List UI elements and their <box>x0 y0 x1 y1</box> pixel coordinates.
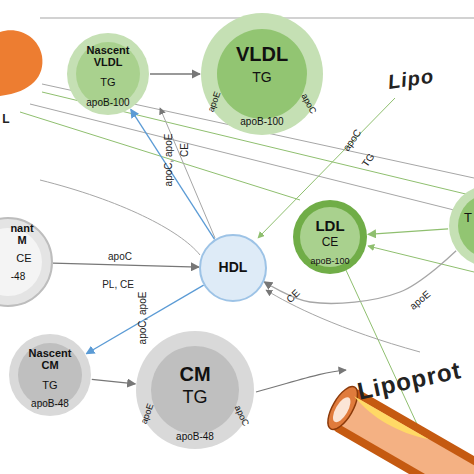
node-text: TG <box>252 70 271 85</box>
outer-circle <box>9 334 91 416</box>
edge-label: apoC <box>108 251 132 262</box>
node-text: nant M <box>7 222 37 246</box>
node-text: CE <box>322 236 339 249</box>
node-text: apoB-100 <box>240 116 283 127</box>
node-text: TG <box>100 76 115 88</box>
transfer-arrow <box>131 109 215 239</box>
outer-circle <box>200 235 266 301</box>
lipoprotein-node: LDLCE apoB-100 <box>292 199 368 275</box>
node-text: CE <box>16 252 31 264</box>
inner-circle <box>18 343 82 407</box>
wire-line <box>160 108 215 238</box>
transfer-arrow <box>53 263 199 267</box>
lipoprotein-node: HDL <box>199 234 267 302</box>
outer-circle <box>0 218 52 306</box>
outer-circle <box>201 13 323 135</box>
edge-label: apoC, apoE <box>137 292 148 345</box>
lipoprotein-node: Nascent VLDL TG apoB-100 <box>66 32 150 116</box>
node-text: T <box>464 211 472 225</box>
lipoprotein-node: T <box>448 184 474 268</box>
wire-line <box>256 370 346 392</box>
node-text: TG <box>42 379 57 391</box>
node-text: Nascent VLDL <box>80 44 136 68</box>
node-text: VLDL <box>236 43 288 65</box>
inner-circle <box>217 29 307 119</box>
outer-circle <box>67 33 149 115</box>
artery-lumen <box>330 395 354 425</box>
annotation-label: apoE <box>408 288 433 311</box>
edge-label: apoC, apoE <box>163 134 174 187</box>
annotation-label: CE <box>179 143 190 157</box>
artery-inner <box>335 394 474 474</box>
transfer-arrow <box>368 229 448 235</box>
inner-circle <box>151 346 239 434</box>
annotation-label: apoC <box>341 127 364 153</box>
lipoprotein-node: VLDLTGapoEapoB-100apoC <box>200 12 324 136</box>
node-text: apoB-48 <box>176 431 214 442</box>
wire-line <box>30 104 474 215</box>
node-text: Nascent CM <box>22 347 78 371</box>
annotation-label: Lipoprot <box>355 357 463 405</box>
wire-line <box>20 112 300 200</box>
liver-shape <box>0 30 42 96</box>
node-text: TG <box>183 388 208 408</box>
node-text: LDL <box>315 218 344 235</box>
node-text: apoB-100 <box>86 97 129 108</box>
node-text: -48 <box>11 271 25 282</box>
transfer-arrow <box>92 379 136 384</box>
outer-circle <box>136 331 254 449</box>
lipoprotein-node: CMTGapoEapoB-48apoC <box>135 330 255 450</box>
node-text: apoB-100 <box>310 257 349 267</box>
outer-circle <box>293 200 367 274</box>
annotation-label: PL, CE <box>102 279 134 290</box>
node-text: CM <box>179 363 210 385</box>
inner-circle <box>76 42 140 106</box>
annotation-label: Lipo <box>386 65 435 93</box>
transfer-arrow <box>150 73 200 74</box>
node-text: HDL <box>219 260 248 275</box>
lipoprotein-node: Nascent CM TG apoB-48 <box>8 333 92 417</box>
lipoprotein-node: nant M CE -48 <box>0 217 53 307</box>
annotation-label: L <box>2 113 9 126</box>
inner-circle <box>458 194 474 258</box>
inner-circle <box>300 207 360 267</box>
outer-circle <box>449 185 474 267</box>
lipoprotein-circle <box>448 184 474 268</box>
wire-line <box>40 180 200 255</box>
node-text: apoB-48 <box>31 398 69 409</box>
